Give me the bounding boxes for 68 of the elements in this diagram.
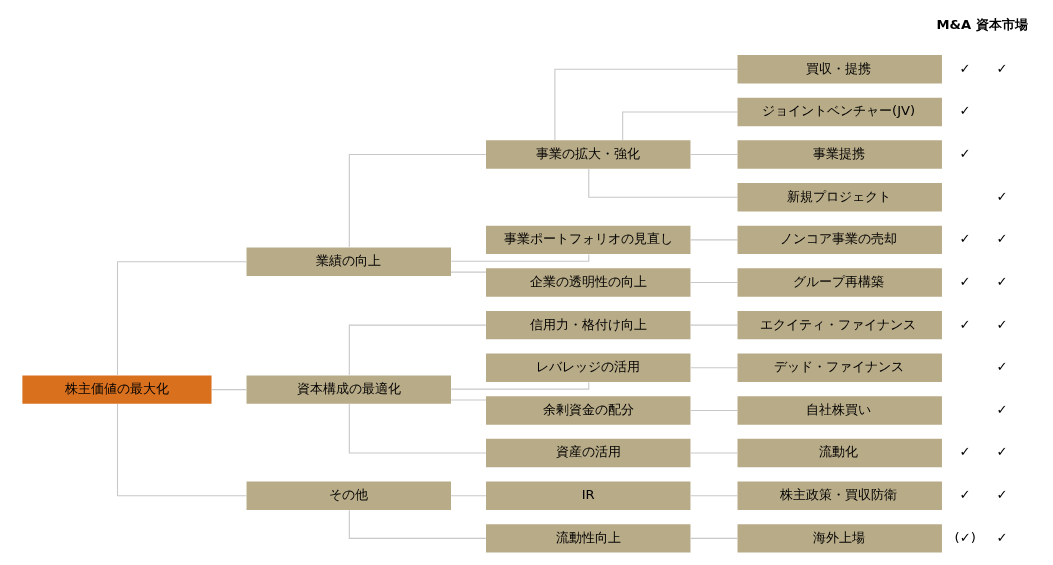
node-box: 余剰資金の配分 xyxy=(485,396,690,425)
connector xyxy=(116,403,247,497)
connector xyxy=(689,281,738,284)
node-box: ノンコア事業の売却 xyxy=(737,225,942,255)
node-box: 新規プロジェクト xyxy=(737,183,942,212)
connector xyxy=(348,509,486,539)
node-box: 自社株買い xyxy=(737,396,942,425)
connector xyxy=(348,403,486,454)
node-box: 流動性向上 xyxy=(485,524,690,553)
node-label: ✓ xyxy=(958,60,970,76)
node-label: ✓ xyxy=(996,231,1008,247)
node-label: ✓ xyxy=(996,487,1008,503)
node-label: ✓ xyxy=(958,231,970,247)
node-label: ✓ xyxy=(996,60,1008,76)
node-label: ✓ xyxy=(958,444,970,460)
node-label: ✓ xyxy=(958,316,970,332)
connector xyxy=(210,389,247,391)
connector xyxy=(689,537,738,539)
connector xyxy=(689,154,738,156)
node-label: ✓ xyxy=(996,316,1008,332)
node-label: ✓ xyxy=(996,273,1008,289)
node-box: ジョイントベンチャー(JV) xyxy=(737,97,942,127)
node-box: 海外上場 xyxy=(737,524,942,553)
node-box: デッド・ファイナンス xyxy=(737,353,942,382)
node-box: エクイティ・ファイナンス xyxy=(737,310,942,340)
node-box: 事業の拡大・強化 xyxy=(485,140,690,169)
node-box: 信用力・格付け向上 xyxy=(485,310,690,340)
node-label: ✓ xyxy=(958,145,970,161)
connector xyxy=(689,239,738,241)
node-label: ✓ xyxy=(958,103,970,119)
connector xyxy=(116,261,247,376)
node-box: 買収・提携 xyxy=(737,55,942,84)
node-box: 資本構成の最適化 xyxy=(246,375,451,404)
connector xyxy=(449,271,486,273)
connector xyxy=(449,495,486,497)
connector xyxy=(553,68,738,141)
label: ✓ xyxy=(996,188,1008,204)
node-box: 事業提携 xyxy=(737,140,942,169)
node-box: 資産の活用 xyxy=(485,438,690,468)
connector xyxy=(689,367,738,369)
connector xyxy=(348,324,486,376)
connector xyxy=(689,409,738,411)
label: M&A xyxy=(936,17,971,33)
node-box: グループ再構築 xyxy=(737,268,942,297)
node-label: ✓ xyxy=(958,273,970,289)
label: ✓ xyxy=(996,359,1008,375)
node-box: 株主政策・買収防衛 xyxy=(737,481,942,510)
connector xyxy=(587,168,738,198)
node-label: ✓ xyxy=(996,529,1008,545)
node-label: ✓ xyxy=(958,487,970,503)
label: 資本市場 xyxy=(975,17,1028,33)
node-box: 企業の透明性の向上 xyxy=(485,268,690,297)
node-box: 流動化 xyxy=(737,438,942,468)
node-box: IR xyxy=(485,481,690,510)
connector xyxy=(450,253,589,262)
connector xyxy=(689,324,738,326)
node-label: (✓) xyxy=(954,529,976,545)
connector xyxy=(348,154,486,248)
node-label: ✓ xyxy=(996,444,1008,460)
node-box: 株主価値の最大化 xyxy=(21,375,212,404)
node-box: その他 xyxy=(246,481,451,510)
connector xyxy=(621,111,738,141)
label: ✓ xyxy=(996,401,1008,417)
node-box: レバレッジの活用 xyxy=(485,353,690,382)
node-box: 業績の向上 xyxy=(246,247,451,276)
connector xyxy=(450,381,589,390)
node-box: 事業ポートフォリオの見直し xyxy=(485,225,690,255)
connector xyxy=(689,495,738,497)
